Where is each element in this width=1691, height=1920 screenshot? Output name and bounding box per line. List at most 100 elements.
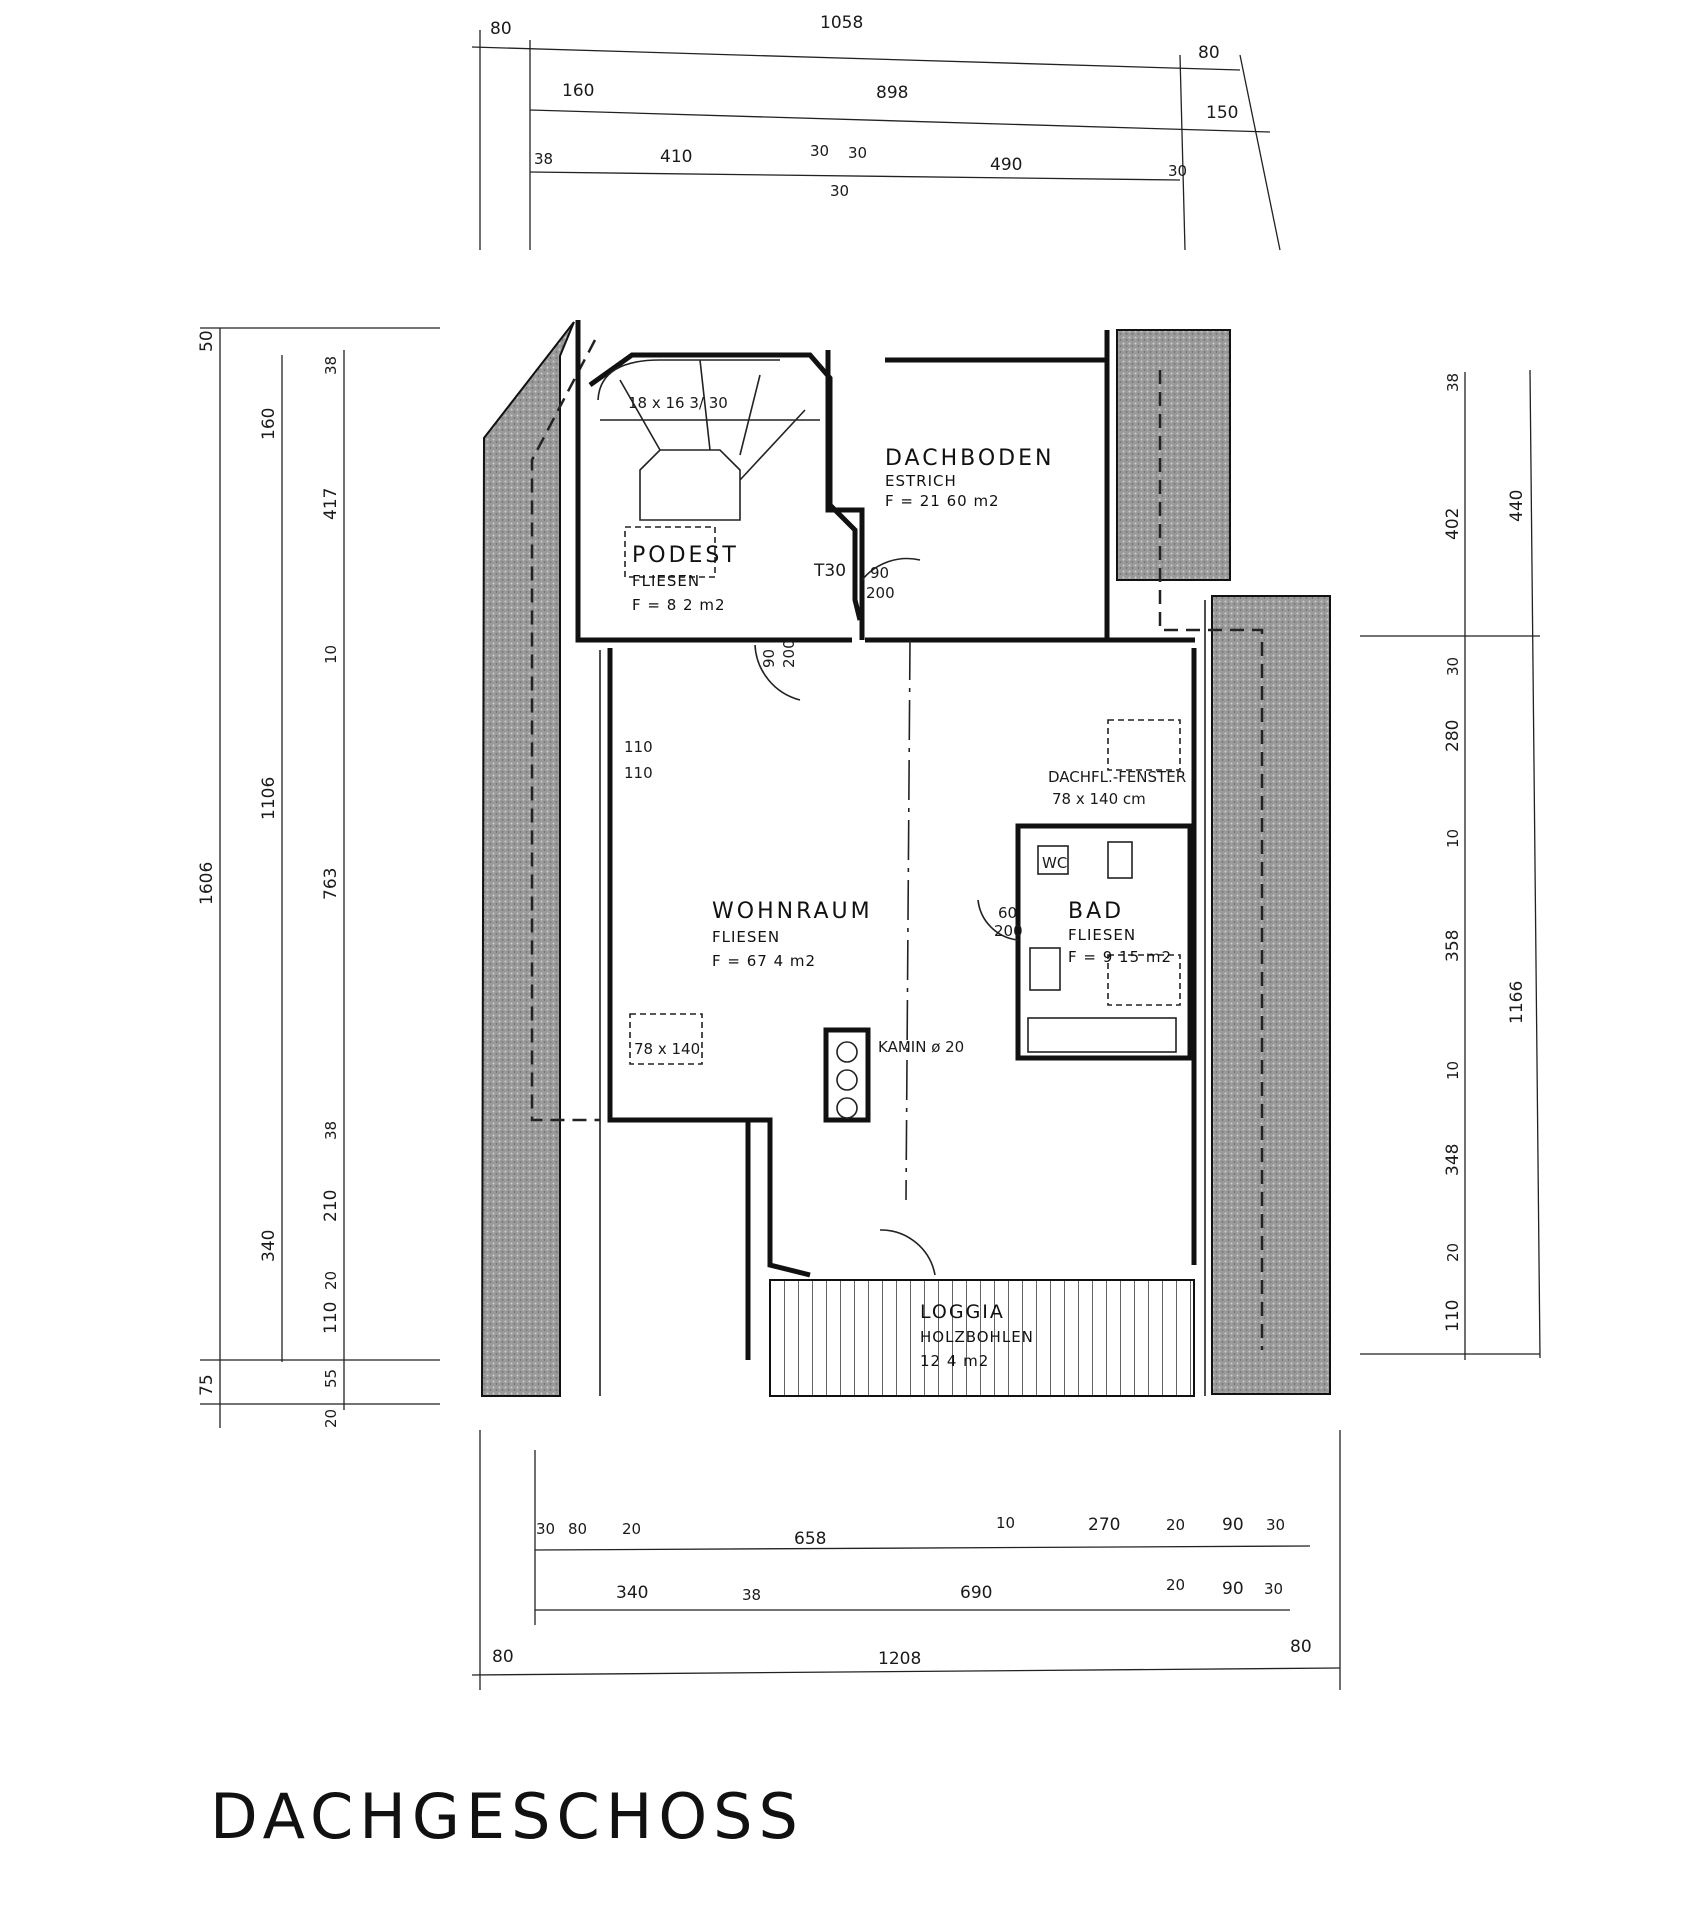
dim-left-outer-2: 75 <box>197 1374 217 1396</box>
dim-right-inner-3: 280 <box>1443 720 1463 752</box>
room-podest: PODEST FLIESEN F = 8 2 m2 <box>632 543 739 614</box>
dim-top-r3-4: 30 <box>848 144 867 162</box>
dim-bottom-r3-0: 80 <box>492 1647 514 1667</box>
label-door-upper-w: 90 <box>870 564 889 582</box>
dim-top-r2-1: 898 <box>876 83 908 103</box>
dim-right-inner-7: 348 <box>1443 1144 1463 1176</box>
spiral-stair <box>597 359 820 521</box>
skylight-dashed <box>629 1013 703 1065</box>
dims-right: 440 1166 38 402 30 280 10 358 10 348 20 … <box>1443 373 1527 1332</box>
dim-bottom-r1-7: 90 <box>1222 1515 1244 1535</box>
bath-cabinet <box>1107 841 1133 879</box>
label-door-upper-h: 200 <box>866 584 895 602</box>
dim-bottom-r2-1: 38 <box>742 1586 761 1604</box>
room-dachboden-name: DACHBODEN <box>885 446 1054 471</box>
label-kamin: KAMIN ø 20 <box>878 1038 964 1056</box>
wc-fixture <box>1037 845 1069 875</box>
dim-top-r3-2: 30 <box>810 142 829 160</box>
dim-bottom-r1-2: 20 <box>622 1520 641 1538</box>
room-wohnraum: WOHNRAUM FLIESEN F = 67 4 m2 <box>712 899 870 970</box>
dim-left-mid-2: 340 <box>259 1230 279 1262</box>
label-bad-door-h: 200 <box>994 922 1023 940</box>
dim-left-inner-2: 10 <box>322 645 340 664</box>
dim-left-inner-4: 38 <box>322 1121 340 1140</box>
dim-left-inner-0: 38 <box>322 356 340 375</box>
dim-right-inner-2: 30 <box>1444 657 1462 676</box>
room-podest-name: PODEST <box>632 543 739 568</box>
dim-right-inner-9: 110 <box>1443 1300 1463 1332</box>
chimney-flue <box>836 1097 858 1119</box>
dim-left-inner-1: 417 <box>321 488 341 520</box>
room-loggia-sub: HOLZBOHLEN <box>920 1328 1034 1346</box>
room-bad-sub: FLIESEN <box>1068 926 1136 944</box>
bathroom-walls <box>1015 823 1193 1061</box>
dims-top-lines <box>471 30 1281 251</box>
chimney-flue <box>836 1041 858 1063</box>
dim-right-inner-5: 358 <box>1443 930 1463 962</box>
dim-top-r2-0: 160 <box>562 81 594 101</box>
chimney-flue <box>836 1069 858 1091</box>
dim-bottom-r1-3: 658 <box>794 1529 826 1549</box>
label-window-a: 110 <box>624 738 653 756</box>
bathtub <box>1027 1017 1177 1053</box>
podest-dashed <box>624 526 716 578</box>
dim-bottom-r2-0: 340 <box>616 1583 648 1603</box>
label-roof-window: DACHFL.-FENSTER <box>1048 768 1186 786</box>
wall-wohnraum-bottom <box>610 1117 811 1278</box>
dim-left-outer-0: 50 <box>197 330 217 352</box>
dim-bottom-r1-1: 80 <box>568 1520 587 1538</box>
dims-left-lines <box>200 327 440 1428</box>
door-arc-loggia <box>879 1229 936 1276</box>
dim-top-r3-1: 410 <box>660 147 692 167</box>
dim-left-mid-1: 1106 <box>259 777 279 820</box>
dim-top-r1-2: 80 <box>1198 43 1220 63</box>
dim-left-inner-8: 55 <box>322 1369 340 1388</box>
label-door-podest-h: 200 <box>780 639 798 668</box>
door-arc-podest <box>754 644 801 701</box>
label-roof-window-size: 78 x 140 cm <box>1052 790 1146 808</box>
dims-bottom: 30 80 20 658 10 270 20 90 30 340 38 690 … <box>492 1514 1312 1669</box>
skylight-bad-dashed <box>1107 954 1181 1006</box>
dim-left-inner-7: 110 <box>321 1302 341 1334</box>
dim-top-r1-1: 1058 <box>820 13 863 33</box>
dims-left: 50 1606 75 160 1106 340 38 417 10 763 38… <box>197 330 341 1428</box>
room-loggia-area: 12 4 m2 <box>920 1352 989 1370</box>
washbasin <box>1029 947 1061 991</box>
roof-insulation-left <box>480 321 575 1397</box>
dim-bottom-r1-6: 20 <box>1166 1516 1185 1534</box>
room-bad: BAD FLIESEN F = 9 15 m2 <box>1068 899 1172 966</box>
dim-right-inner-0: 38 <box>1444 373 1462 392</box>
roof-insulation-right-upper <box>1116 329 1231 581</box>
room-loggia: LOGGIA HOLZBOHLEN 12 4 m2 <box>920 1301 1034 1370</box>
dim-bottom-r1-0: 30 <box>536 1520 555 1538</box>
room-dachboden-sub: ESTRICH <box>885 472 957 490</box>
label-skylight-small: 78 x 140 <box>634 1040 700 1058</box>
room-podest-sub: FLIESEN <box>632 572 700 590</box>
room-wohnraum-sub: FLIESEN <box>712 928 780 946</box>
outer-wall-top-left <box>575 320 852 643</box>
room-wohnraum-area: F = 67 4 m2 <box>712 952 816 970</box>
chimney <box>823 1027 871 1123</box>
door-arc-upper <box>861 557 921 581</box>
label-door-podest-w: 90 <box>760 649 778 668</box>
room-bad-name: BAD <box>1068 899 1124 924</box>
label-window-b: 110 <box>624 764 653 782</box>
label-t30: T30 <box>813 561 846 581</box>
dim-bottom-r2-5: 30 <box>1264 1580 1283 1598</box>
dim-left-inner-3: 763 <box>321 868 341 900</box>
dim-top-r3-5: 490 <box>990 155 1022 175</box>
dashed-eave-left <box>530 339 600 1122</box>
roof-ridge-axis <box>905 639 911 1201</box>
dim-left-mid-0: 160 <box>259 408 279 440</box>
dim-right-inner-6: 10 <box>1444 1061 1462 1080</box>
dims-right-lines <box>1360 369 1541 1360</box>
dim-bottom-r2-4: 90 <box>1222 1579 1244 1599</box>
dim-bottom-r2-2: 690 <box>960 1583 992 1603</box>
room-bad-area: F = 9 15 m2 <box>1068 948 1172 966</box>
room-loggia-name: LOGGIA <box>920 1301 1005 1323</box>
room-dachboden-area: F = 21 60 m2 <box>885 492 1000 510</box>
dim-top-r2-2: 150 <box>1206 103 1238 123</box>
dim-bottom-r3-1: 1208 <box>878 1649 921 1669</box>
roof-insulation-right-lower <box>1211 595 1331 1395</box>
